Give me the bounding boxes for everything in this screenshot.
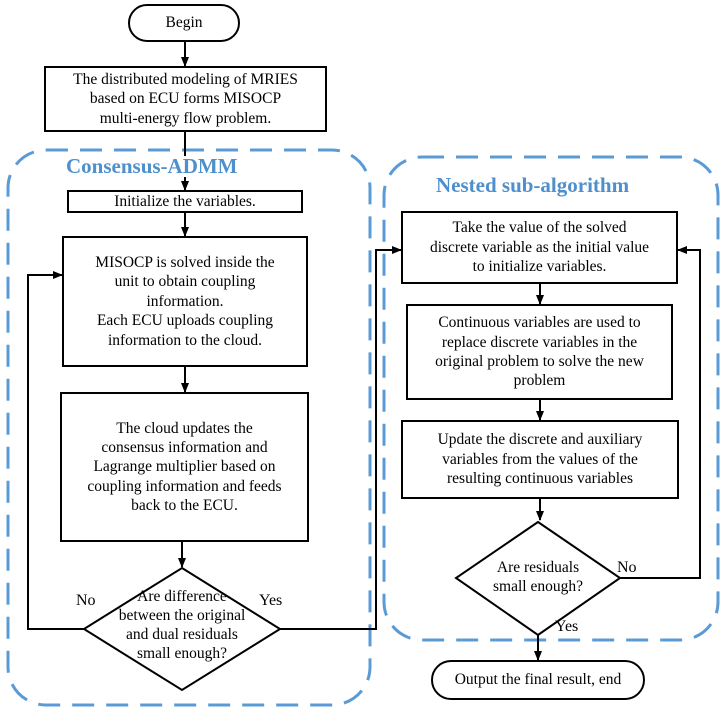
output-terminal: Output the final result, end (431, 660, 645, 700)
init-variables-text: Initialize the variables. (114, 192, 256, 210)
intro-text: The distributed modeling of MRIES based … (73, 70, 298, 127)
take-value-box: Take the value of the solved discrete va… (401, 211, 678, 284)
continuous-variables-box: Continuous variables are used to replace… (406, 304, 673, 400)
left-yes-label: Yes (259, 592, 283, 609)
nested-sub-algorithm-group (382, 155, 720, 642)
arrow-no-loop-right (620, 246, 701, 579)
take-value-text: Take the value of the solved discrete va… (429, 219, 650, 276)
cloud-update-box: The cloud updates the consensus informat… (60, 392, 309, 542)
begin-label: Begin (165, 14, 203, 32)
cloud-update-text: The cloud updates the consensus informat… (87, 419, 282, 515)
right-yes-label: Yes (555, 618, 579, 635)
intro-box: The distributed modeling of MRIES based … (44, 66, 327, 132)
decision-diamond-right (454, 520, 622, 637)
init-variables-box: Initialize the variables. (67, 190, 303, 213)
left-no-label: No (76, 592, 96, 609)
decision-diamond-left (82, 566, 282, 692)
right-decision-text: Are residuals small enough? (493, 559, 583, 595)
nested-sub-algorithm-title: Nested sub-algorithm (432, 175, 634, 196)
output-text: Output the final result, end (454, 671, 622, 689)
consensus-admm-group (6, 148, 372, 707)
right-no-label: No (617, 559, 637, 576)
update-variables-text: Update the discrete and auxiliary variab… (437, 431, 643, 488)
update-variables-box: Update the discrete and auxiliary variab… (401, 420, 679, 499)
left-decision-text: Are difference between the original and … (118, 588, 246, 662)
begin-terminal: Begin (128, 4, 240, 42)
arrow-yes-to-nested (278, 246, 402, 630)
misocp-solve-text: MISOCP is solved inside the unit to obta… (95, 254, 275, 349)
continuous-variables-text: Continuous variables are used to replace… (435, 314, 644, 390)
consensus-admm-title: Consensus-ADMM (62, 156, 242, 177)
misocp-solve-box: MISOCP is solved inside the unit to obta… (62, 236, 308, 367)
arrow-no-loop-left (27, 271, 85, 630)
